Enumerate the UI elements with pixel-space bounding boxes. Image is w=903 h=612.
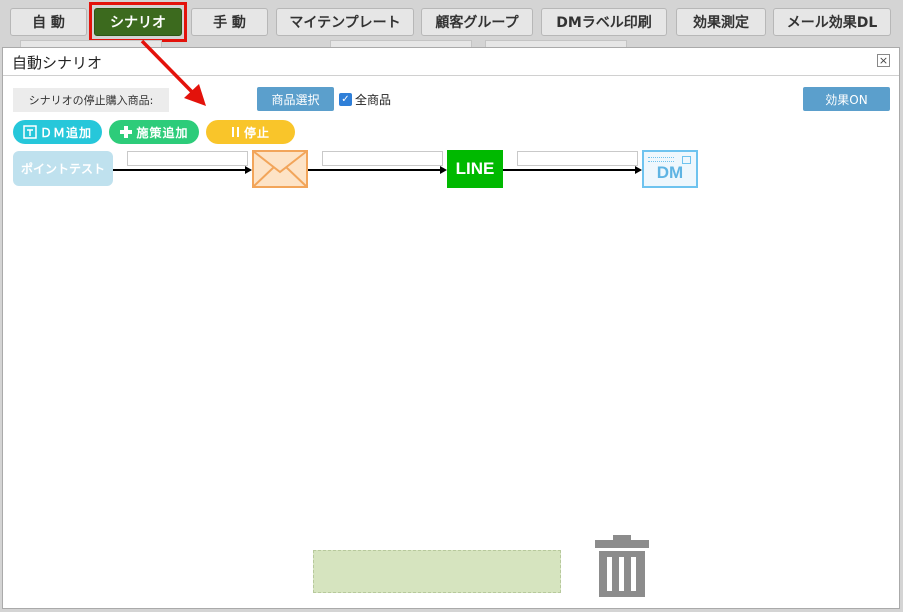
arrow-head — [635, 166, 642, 174]
stop-product-label: シナリオの停止購入商品: — [13, 88, 169, 112]
dm-add-button[interactable]: ＤＭ追加 — [13, 120, 102, 144]
dialog-title: 自動シナリオ — [12, 54, 103, 72]
background-tab-strip — [330, 40, 472, 50]
scenario-start-node[interactable]: ポイントテスト — [13, 151, 113, 186]
plus-icon — [120, 126, 133, 138]
dm-add-label: ＤＭ追加 — [39, 125, 92, 140]
dialog-header: 自動シナリオ × — [3, 48, 899, 76]
tab-my-template[interactable]: マイテンプレート — [276, 8, 414, 36]
effect-on-button[interactable]: 効果ON — [803, 87, 890, 111]
all-products-checkbox[interactable]: ✓ 全商品 — [339, 91, 391, 108]
measure-add-button[interactable]: 施策追加 — [109, 120, 199, 144]
product-select-button[interactable]: 商品選択 — [257, 87, 334, 111]
arrow-head — [245, 166, 252, 174]
flow-arrow-3 — [503, 169, 636, 171]
dm-stamp — [682, 156, 691, 164]
stop-button[interactable]: 停止 — [206, 120, 295, 144]
measure-add-label: 施策追加 — [136, 125, 189, 140]
top-tab-bar: 自 動 シナリオ 手 動 マイテンプレート 顧客グループ DMラベル印刷 効果測… — [0, 0, 903, 50]
mail-icon[interactable] — [252, 150, 308, 188]
flow-arrow-2 — [308, 169, 441, 171]
tab-auto[interactable]: 自 動 — [10, 8, 87, 36]
tab-mail-effect-dl[interactable]: メール効果DL — [773, 8, 891, 36]
wait-days-input-2[interactable] — [322, 151, 443, 166]
wait-days-input-1[interactable] — [127, 151, 248, 166]
tab-effect-measure[interactable]: 効果測定 — [676, 8, 766, 36]
arrow-head — [440, 166, 447, 174]
dm-icon[interactable]: DM — [642, 150, 698, 188]
dm-address-lines — [648, 157, 674, 162]
tab-dm-label-print[interactable]: DMラベル印刷 — [541, 8, 667, 36]
flow-arrow-1 — [113, 169, 246, 171]
dm-node-label: DM — [656, 163, 684, 182]
wait-days-input-3[interactable] — [517, 151, 638, 166]
tab-customer-group[interactable]: 顧客グループ — [421, 8, 533, 36]
scenario-dialog: 自動シナリオ × シナリオの停止購入商品: 商品選択 ✓ 全商品 効果ON ＤＭ… — [2, 47, 900, 609]
highlight-box — [89, 2, 187, 42]
stop-label: 停止 — [243, 125, 270, 140]
all-products-label: 全商品 — [355, 93, 392, 107]
dm-add-icon — [23, 125, 37, 139]
tab-scenario[interactable]: シナリオ — [94, 8, 182, 36]
drop-zone[interactable] — [313, 550, 561, 593]
background-tab-strip — [485, 40, 627, 50]
tab-manual[interactable]: 手 動 — [191, 8, 268, 36]
trash-icon[interactable] — [593, 535, 651, 599]
checkbox-icon[interactable]: ✓ — [339, 93, 352, 106]
line-icon[interactable]: LINE — [447, 150, 503, 188]
pause-icon — [231, 127, 239, 137]
close-icon[interactable]: × — [877, 54, 890, 67]
